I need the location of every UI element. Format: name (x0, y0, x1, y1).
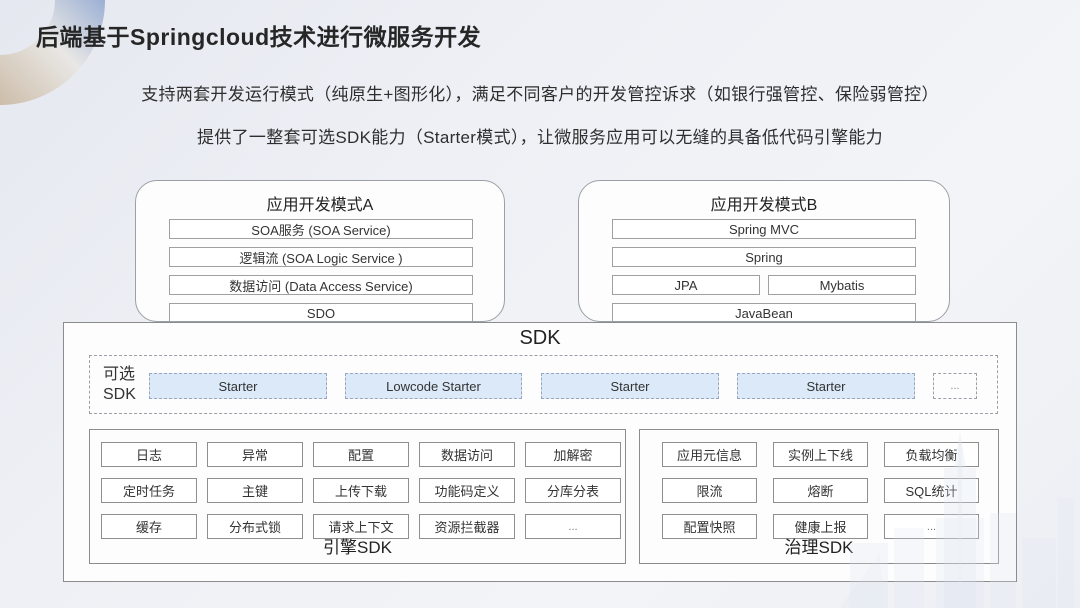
governance-capability: 健康上报 (773, 514, 868, 539)
sdk-panel: SDK 可选 SDK Starter Lowcode Starter Start… (63, 322, 1017, 582)
engine-sdk-label: 引擎SDK (323, 538, 392, 557)
mode-b-panel: 应用开发模式B Spring MVC Spring JPA Mybatis Ja… (578, 180, 950, 322)
engine-sdk-grid: 日志 异常 配置 数据访问 加解密 定时任务 主键 上传下载 功能码定义 分库分… (101, 442, 621, 539)
starter-button: Starter (737, 373, 915, 399)
governance-capability: 负载均衡 (884, 442, 979, 467)
governance-sdk-label: 治理SDK (784, 538, 854, 557)
mode-a-row-sdo: SDO (169, 303, 473, 321)
starter-button: Starter (149, 373, 327, 399)
mode-b-row-jpa: JPA (612, 275, 760, 295)
governance-capability: 实例上下线 (773, 442, 868, 467)
governance-capability: 应用元信息 (662, 442, 757, 467)
optional-sdk-label: 可选 SDK (103, 365, 136, 405)
governance-capability: SQL统计 (884, 478, 979, 503)
engine-capability: 分库分表 (525, 478, 621, 503)
starter-more-box: ... (933, 373, 977, 399)
engine-capability: 资源拦截器 (419, 514, 515, 539)
governance-sdk-panel: 应用元信息 实例上下线 负载均衡 限流 熔断 SQL统计 配置快照 健康上报 .… (639, 429, 999, 564)
engine-capability: 日志 (101, 442, 197, 467)
mode-a-panel: 应用开发模式A SOA服务 (SOA Service) 逻辑流 (SOA Log… (135, 180, 505, 322)
mode-b-row-mybatis: Mybatis (768, 275, 916, 295)
lowcode-starter-button: Lowcode Starter (345, 373, 522, 399)
slide-title: 后端基于Springcloud技术进行微服务开发 (36, 24, 482, 50)
engine-capability: 配置 (313, 442, 409, 467)
engine-capability: 加解密 (525, 442, 621, 467)
engine-capability: 定时任务 (101, 478, 197, 503)
governance-capability: 限流 (662, 478, 757, 503)
engine-capability: 缓存 (101, 514, 197, 539)
engine-sdk-panel: 日志 异常 配置 数据访问 加解密 定时任务 主键 上传下载 功能码定义 分库分… (89, 429, 626, 564)
subtitle-line-2: 提供了一整套可选SDK能力（Starter模式），让微服务应用可以无缝的具备低代… (197, 128, 883, 147)
optional-sdk-label-line2: SDK (103, 386, 136, 403)
mode-a-title: 应用开发模式A (266, 197, 374, 214)
engine-capability: 异常 (207, 442, 303, 467)
engine-capability: 数据访问 (419, 442, 515, 467)
mode-a-row-logic-flow: 逻辑流 (SOA Logic Service ) (169, 247, 473, 267)
governance-capability: 配置快照 (662, 514, 757, 539)
governance-capability: 熔断 (773, 478, 868, 503)
mode-b-title: 应用开发模式B (710, 197, 818, 214)
subtitle-line-1: 支持两套开发运行模式（纯原生+图形化），满足不同客户的开发管控诉求（如银行强管控… (141, 85, 939, 104)
engine-capability: 主键 (207, 478, 303, 503)
optional-sdk-label-line1: 可选 (103, 366, 136, 383)
engine-capability: 分布式锁 (207, 514, 303, 539)
sdk-panel-title: SDK (519, 327, 561, 349)
starter-button: Starter (541, 373, 719, 399)
engine-capability: 请求上下文 (313, 514, 409, 539)
mode-b-row-javabean: JavaBean (612, 303, 916, 321)
governance-capability-more: ... (884, 514, 979, 539)
optional-sdk-box: 可选 SDK Starter Lowcode Starter Starter S… (89, 355, 998, 414)
governance-sdk-grid: 应用元信息 实例上下线 负载均衡 限流 熔断 SQL统计 配置快照 健康上报 .… (662, 442, 979, 539)
mode-b-row-spring: Spring (612, 247, 916, 267)
engine-capability: 功能码定义 (419, 478, 515, 503)
engine-capability: 上传下载 (313, 478, 409, 503)
engine-capability-more: ... (525, 514, 621, 539)
mode-a-row-soa-service: SOA服务 (SOA Service) (169, 219, 473, 239)
mode-b-row-spring-mvc: Spring MVC (612, 219, 916, 239)
mode-a-row-data-access: 数据访问 (Data Access Service) (169, 275, 473, 295)
corner-swoosh-decoration (0, 0, 105, 105)
